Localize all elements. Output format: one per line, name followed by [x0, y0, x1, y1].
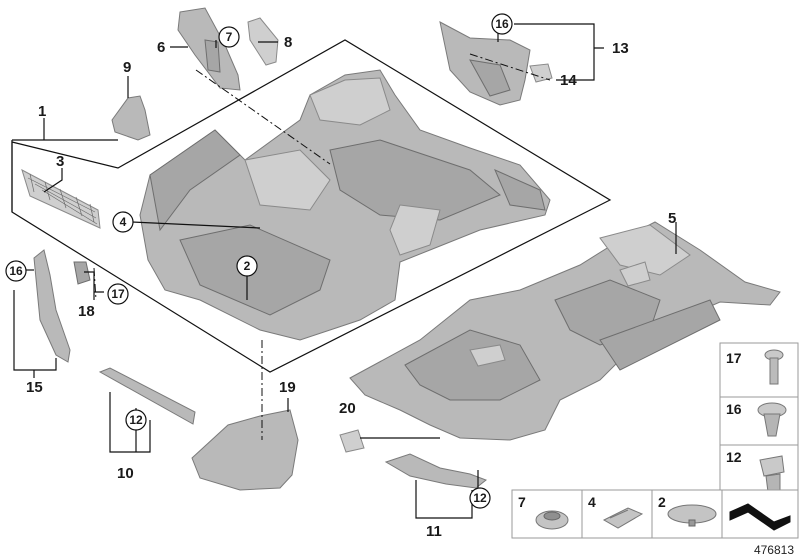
- rear-side-trim-upper: [439, 21, 553, 106]
- screw-icon: [764, 349, 784, 385]
- nut-icon: [535, 510, 569, 530]
- circled-labels: 4 2 7 16 16 17 12 12: [5, 13, 513, 509]
- circle-2: [236, 255, 258, 277]
- legend-box-16: [719, 396, 799, 446]
- label-1: 1: [38, 103, 46, 120]
- circle-12-right: [469, 487, 491, 509]
- circled-label-12-right: 12: [473, 491, 487, 505]
- part-number-labels: 1 3 6 8 9 13 14 5 15 18 10 19 20 11: [26, 34, 676, 540]
- clamp-icon: [602, 507, 644, 529]
- round-pad-icon: [667, 504, 717, 527]
- side-trim-left: [33, 249, 71, 363]
- circled-label-17: 17: [111, 287, 125, 301]
- luggage-net: [21, 168, 101, 229]
- label-11: 11: [426, 523, 442, 540]
- circle-17: [107, 283, 129, 305]
- circled-label-12-left: 12: [129, 413, 143, 427]
- legend-label-4: 4: [588, 494, 596, 510]
- clip-part: [73, 261, 91, 285]
- circled-label-2: 2: [244, 259, 251, 273]
- leader-lines: [11, 23, 677, 519]
- clip-fastener-icon: [759, 455, 785, 493]
- legend-label-12: 12: [726, 449, 742, 465]
- carpet-section-icon: [729, 503, 791, 531]
- circled-label-7: 7: [226, 30, 233, 44]
- circled-label-16-top: 16: [495, 17, 509, 31]
- legend-box-17: [719, 342, 799, 398]
- label-20: 20: [339, 400, 356, 417]
- label-13: 13: [612, 40, 629, 57]
- circled-label-16-left: 16: [9, 264, 23, 278]
- label-10: 10: [117, 465, 134, 482]
- label-9: 9: [123, 59, 131, 76]
- label-6: 6: [157, 39, 165, 56]
- label-18: 18: [78, 303, 95, 320]
- rear-floor-carpet: [349, 221, 781, 441]
- fastener-legend: 17 16 12: [719, 342, 799, 496]
- circle-16-top: [491, 13, 513, 35]
- label-8: 8: [284, 34, 292, 51]
- circle-12-left: [125, 409, 147, 431]
- front-cover-parts: [177, 7, 279, 91]
- circle-7: [218, 26, 240, 48]
- label-5: 5: [668, 210, 676, 227]
- pad-20: [339, 429, 365, 453]
- circled-label-4: 4: [120, 215, 127, 229]
- legend-label-2: 2: [658, 494, 666, 510]
- sill-strip: [98, 367, 196, 425]
- expansion-rivet-icon: [757, 402, 787, 437]
- document-id: 476813: [754, 543, 794, 557]
- legend-label-16: 16: [726, 401, 742, 417]
- bracket-part: [111, 95, 151, 141]
- label-14: 14: [560, 72, 577, 89]
- legend-label-17: 17: [726, 350, 742, 366]
- floor-cover-19: [191, 409, 299, 491]
- label-19: 19: [279, 379, 296, 396]
- bottom-legend: 7 4 2: [511, 489, 799, 539]
- legend-box-12: [719, 444, 799, 496]
- label-3: 3: [56, 153, 64, 170]
- label-15: 15: [26, 379, 43, 396]
- circle-4: [112, 211, 134, 233]
- sill-strip-11: [384, 453, 487, 489]
- legend-label-7: 7: [518, 494, 526, 510]
- circle-16-left: [5, 260, 27, 282]
